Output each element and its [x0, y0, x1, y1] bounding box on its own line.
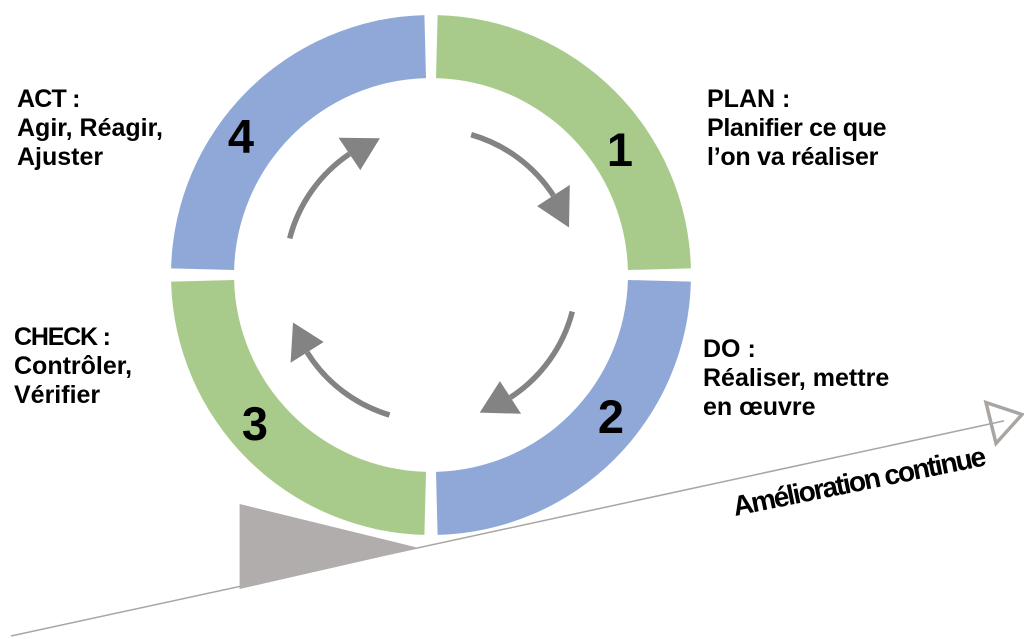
svg-text:2: 2 — [598, 390, 624, 443]
svg-text:3: 3 — [242, 397, 268, 450]
svg-text:4: 4 — [228, 110, 254, 163]
svg-text:1: 1 — [607, 123, 633, 176]
